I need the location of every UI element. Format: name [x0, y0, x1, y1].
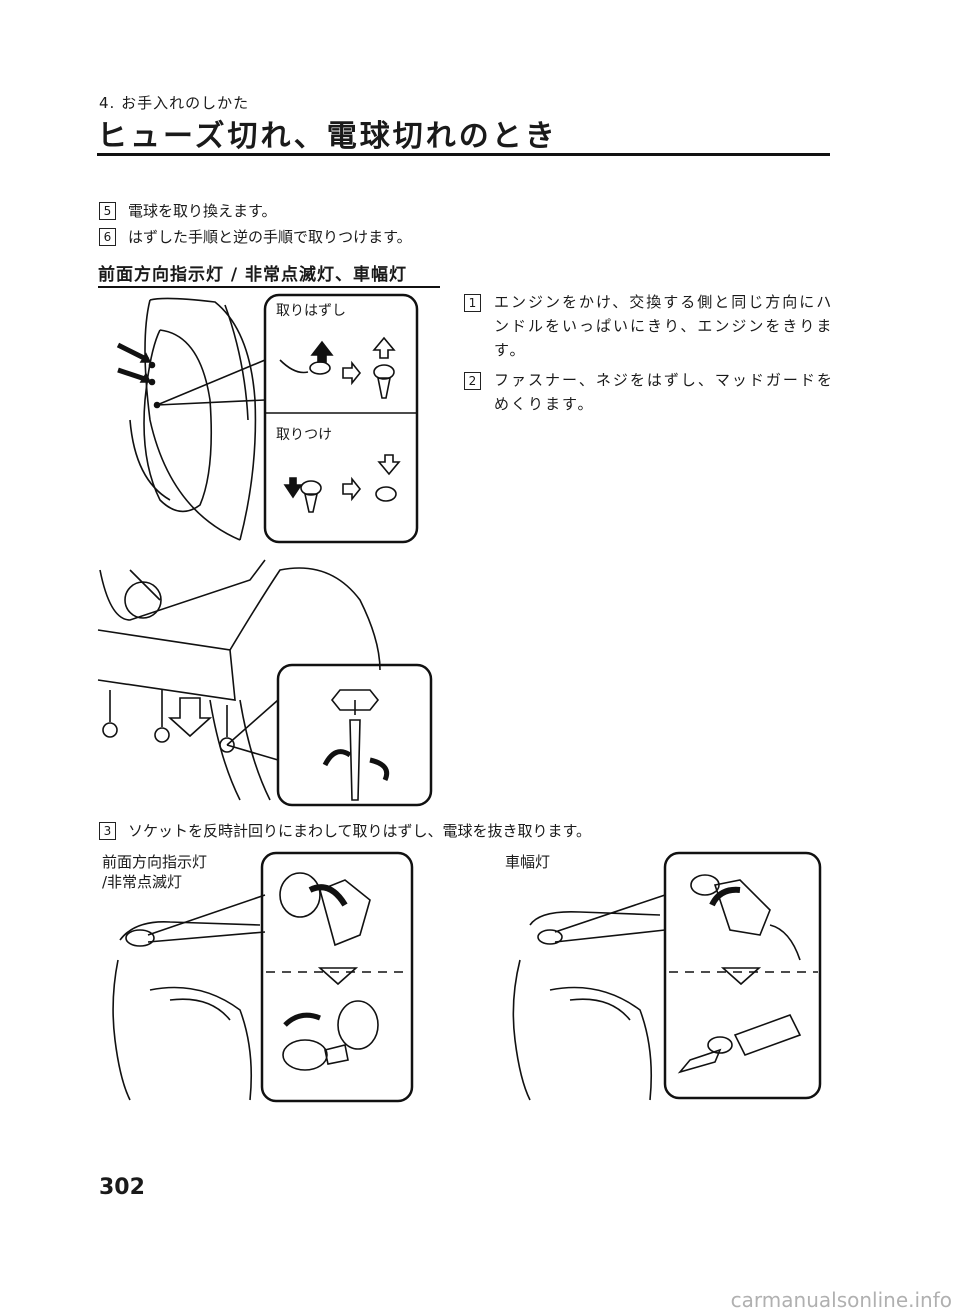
step-5: 5 電球を取り換えます。: [99, 199, 277, 224]
step-text: はずした手順と逆の手順で取りつけます。: [128, 228, 412, 246]
step-1: 1 エンジンをかけ、交換する側と同じ方向にハンドルをいっぱいにきり、エンジンをき…: [464, 290, 834, 365]
watermark: carmanualsonline.info: [730, 1288, 952, 1312]
step-text: 電球を取り換えます。: [128, 202, 277, 220]
step-number: 6: [99, 228, 116, 246]
caption-front-turn-signal: 前面方向指示灯 /非常点滅灯: [102, 853, 208, 891]
chapter-heading: 4. お手入れのしかた: [99, 94, 250, 112]
step-text: ソケットを反時計回りにまわして取りはずし、電球を抜き取ります。: [128, 822, 592, 840]
step-text: エンジンをかけ、交換する側と同じ方向にハンドルをいっぱいにきり、エンジンをきりま…: [494, 293, 834, 359]
width-lamp-illustration: [512, 894, 666, 1101]
mudguard-illustration: [97, 559, 381, 801]
front-turn-signal-illustration: [112, 894, 266, 1101]
step-number: 5: [99, 202, 116, 220]
page-title: ヒューズ切れ、電球切れのとき: [97, 119, 558, 154]
remove-label: 取りはずし: [276, 303, 346, 319]
caption-width-lamp: 車幅灯: [505, 853, 551, 871]
section-heading: 前面方向指示灯 / 非常点滅灯、車幅灯: [98, 265, 408, 285]
page-number: 302: [99, 1175, 145, 1200]
section-rule: [98, 286, 440, 288]
step-text: ファスナー、ネジをはずし、マッドガードをめくります。: [494, 371, 834, 413]
step-number: 3: [99, 822, 116, 840]
step-number: 2: [464, 372, 481, 390]
step-6: 6 はずした手順と逆の手順で取りつけます。: [99, 225, 412, 250]
wheel-arch-illustration: [116, 297, 266, 541]
step-2: 2 ファスナー、ネジをはずし、マッドガードをめくります。: [464, 368, 834, 418]
fastener-callout-box: [263, 293, 419, 544]
screw-callout-box: [276, 663, 433, 807]
step-3: 3 ソケットを反時計回りにまわして取りはずし、電球を抜き取ります。: [99, 819, 591, 844]
install-label: 取りつけ: [276, 427, 333, 443]
title-rule: [97, 153, 830, 156]
front-bulb-callout-box: [260, 851, 414, 1103]
width-bulb-callout-box: [663, 851, 822, 1100]
step-number: 1: [464, 294, 481, 312]
